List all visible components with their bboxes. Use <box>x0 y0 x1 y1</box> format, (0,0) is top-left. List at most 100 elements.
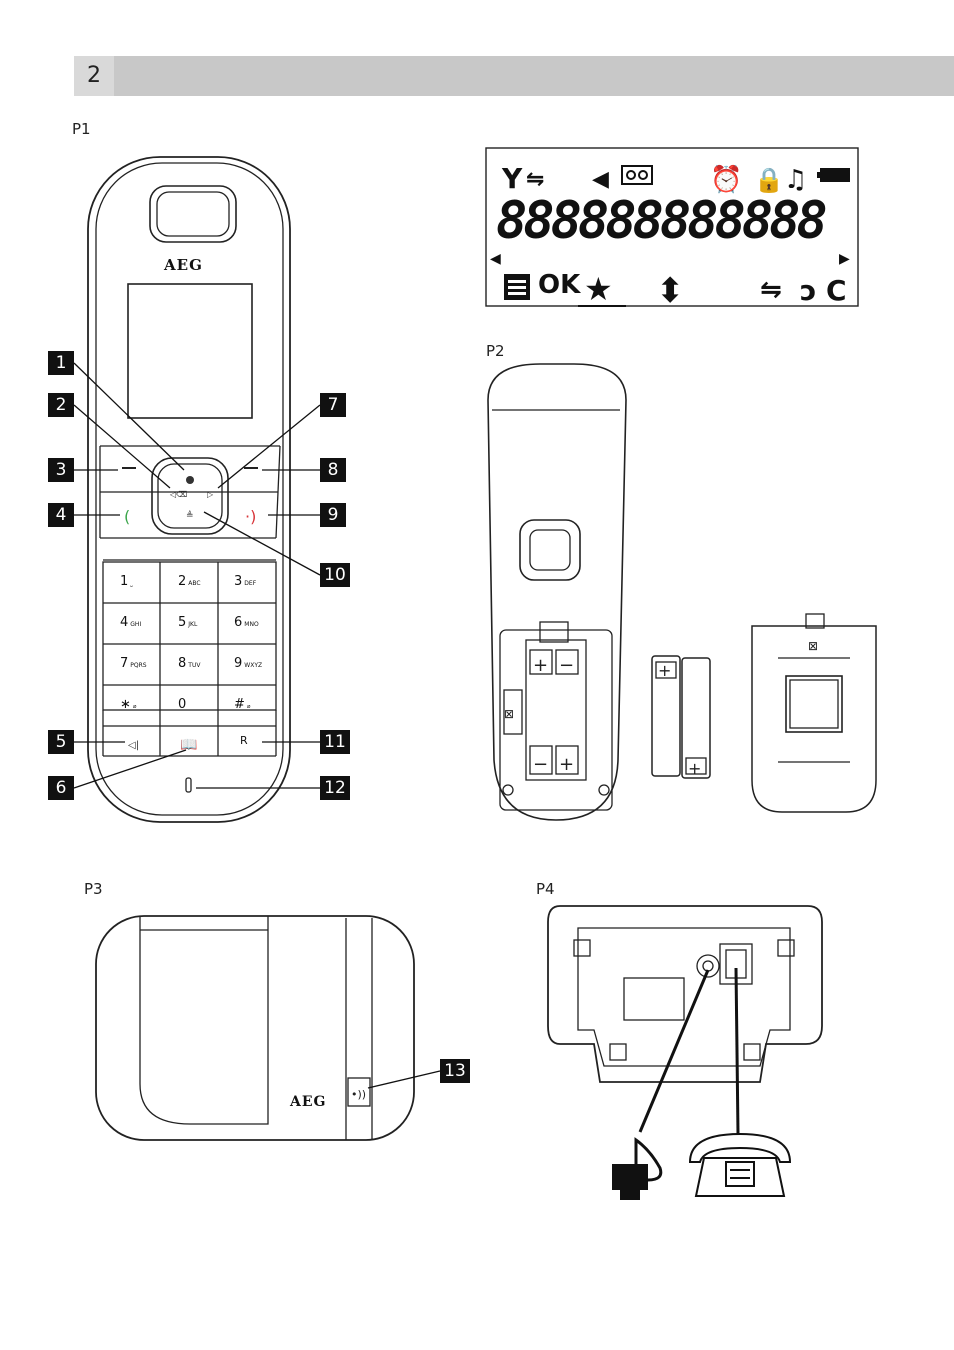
svg-text:+: + <box>559 754 574 775</box>
lcd-digit-row: 888888888888 <box>496 192 828 250</box>
r-key[interactable]: R <box>240 734 248 747</box>
key-digit: 4 <box>120 615 129 630</box>
key-letters: ⌀ <box>246 703 251 710</box>
battery-cover <box>751 613 877 813</box>
key-digit: 9 <box>234 656 243 671</box>
key-letters: DEF <box>244 580 257 587</box>
svg-text:◁⌫: ◁⌫ <box>169 490 187 499</box>
right-softkey-mark[interactable] <box>244 467 258 469</box>
tape-icon <box>621 165 653 185</box>
star-icon: ★ <box>584 270 613 308</box>
key-digit: 1 <box>120 574 129 589</box>
base-brand-logo: AEG <box>290 1094 327 1110</box>
callout-11: 11 <box>320 730 350 754</box>
keypad-key[interactable]: 0 <box>178 697 188 712</box>
alarm-icon: ⏰ <box>710 163 742 195</box>
callout-4: 4 <box>48 503 74 527</box>
section-label-p4: P4 <box>536 880 555 898</box>
keypad-key[interactable]: #⌀ <box>234 697 251 712</box>
keypad-key[interactable]: 1⎵ <box>120 574 133 589</box>
key-letters: GHI <box>130 621 142 628</box>
phonebook-key-icon[interactable]: 📖 <box>180 737 197 753</box>
key-letters: JKL <box>188 621 198 628</box>
updown-icon: ⬍ <box>656 271 685 311</box>
return-icon: ↄ <box>800 274 817 307</box>
callout-5: 5 <box>48 730 74 754</box>
handset-brand-logo: AEG <box>164 256 203 274</box>
svg-text:+: + <box>658 661 671 680</box>
svg-text:+: + <box>688 759 701 778</box>
telephone-icon <box>688 1132 792 1197</box>
battery-icon <box>820 168 850 182</box>
lcd-ok-label: OK <box>538 270 581 300</box>
key-digit: 7 <box>120 656 129 671</box>
recycle-bin-icon: ⊠ <box>504 707 514 721</box>
lock-icon: 🔒 <box>754 166 784 194</box>
recycle-bin-cover-icon: ⊠ <box>808 639 818 653</box>
callout-6: 6 <box>48 776 74 800</box>
base-underside <box>547 905 823 1083</box>
callout-8: 8 <box>320 458 346 482</box>
header-bar <box>74 56 954 96</box>
end-key-icon[interactable]: ·) <box>245 507 256 526</box>
svg-text:−: − <box>533 754 548 775</box>
page-number: 2 <box>74 56 114 96</box>
section-label-p3: P3 <box>84 880 103 898</box>
callout-7: 7 <box>320 393 346 417</box>
left-softkey-mark[interactable] <box>122 467 136 469</box>
handset-back <box>487 363 627 821</box>
intercom-icon: ⇋ <box>526 167 544 192</box>
key-letters: ⌀ <box>132 703 137 710</box>
key-letters: WXYZ <box>244 662 263 669</box>
svg-text:▷: ▷ <box>207 490 214 499</box>
svg-text:−: − <box>559 655 574 676</box>
key-digit: ∗ <box>120 697 131 712</box>
svg-text:≜: ≜ <box>186 510 194 521</box>
call-key-icon[interactable]: ( <box>124 507 130 526</box>
key-digit: 5 <box>178 615 187 630</box>
key-letters: ⎵ <box>130 580 133 587</box>
callout-9: 9 <box>320 503 346 527</box>
key-letters: MNO <box>244 621 259 628</box>
section-label-p2: P2 <box>486 342 505 360</box>
lcd-icons: Y ⇋ ◀ ⏰ 🔒 ♫ ◀ ▶ ★ ⬍ ⇋ ↄ C <box>490 162 850 311</box>
svg-text:+: + <box>533 655 548 676</box>
speaker-key-icon[interactable]: ◁| <box>128 740 139 751</box>
ringer-off-icon: ♫ <box>784 165 807 195</box>
section-label-p1: P1 <box>72 120 91 138</box>
key-digit: 6 <box>234 615 243 630</box>
key-letters: TUV <box>188 662 201 669</box>
clear-icon: C <box>826 274 847 307</box>
lcd-display <box>485 147 859 307</box>
callout-13: 13 <box>440 1059 470 1083</box>
keypad-key[interactable]: ∗⌀ <box>120 697 137 712</box>
leader-lines <box>73 362 740 1135</box>
lcd-left-arrow: ◀ <box>490 251 501 267</box>
key-letters: PQRS <box>130 662 147 669</box>
callout-2: 2 <box>48 393 74 417</box>
callout-10: 10 <box>320 563 350 587</box>
charging-base <box>95 915 415 1141</box>
batteries <box>651 655 711 779</box>
intercom-lower-icon: ⇋ <box>760 275 782 305</box>
callout-3: 3 <box>48 458 74 482</box>
key-digit: 8 <box>178 656 187 671</box>
key-digit: 0 <box>178 697 187 712</box>
key-digit: 3 <box>234 574 243 589</box>
lcd-right-arrow: ▶ <box>839 251 850 267</box>
power-adapter-icon <box>612 1137 663 1200</box>
nav-key-icons: ◁⌫ ▷ ≜ <box>169 476 214 521</box>
callout-1: 1 <box>48 351 74 375</box>
callout-12: 12 <box>320 776 350 800</box>
paging-icon[interactable]: •)) <box>351 1088 366 1101</box>
key-letters: ABC <box>188 580 201 587</box>
